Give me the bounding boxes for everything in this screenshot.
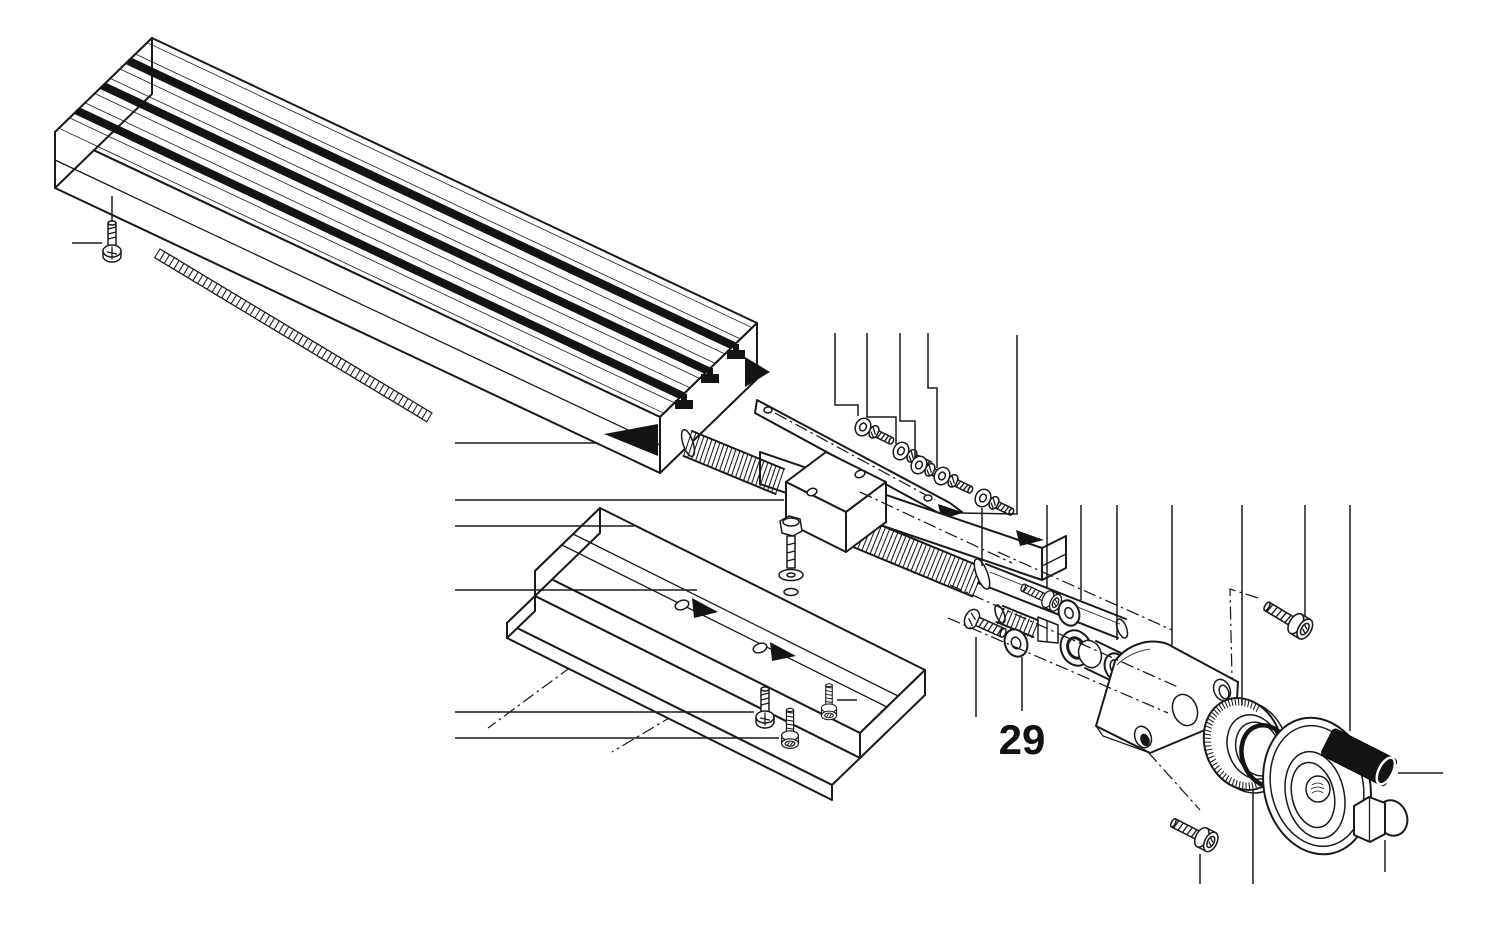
leader-lines	[72, 196, 1443, 884]
t-slot	[73, 107, 686, 399]
base-flange-left	[506, 595, 536, 639]
stud-square-tip	[1037, 616, 1059, 644]
bracket-mount-screw-upper	[1258, 595, 1317, 643]
base-right-end	[859, 669, 926, 759]
t-slot-profile	[727, 344, 745, 359]
handle-grip	[1321, 728, 1398, 787]
cover-strip-screw-5	[971, 485, 1018, 522]
t-slot-profile	[675, 394, 693, 409]
base-mount-hole	[674, 599, 690, 611]
t-slot	[99, 82, 711, 374]
axis-centerlines	[859, 491, 1259, 811]
saddle-rail-tip	[1016, 530, 1044, 546]
cover-strip-screw-4	[930, 463, 977, 500]
nut-block-hole	[806, 487, 818, 497]
table-cut-shadow	[604, 424, 658, 456]
cover-strip-screw-1	[851, 414, 898, 451]
saddle-end-face	[1041, 535, 1067, 581]
base-slot-shadow	[692, 598, 718, 618]
bracket-center-bore	[1171, 693, 1199, 727]
measuring-scale-strip	[154, 248, 433, 423]
lead-screw-thread-left	[680, 428, 785, 495]
clamp-hole	[783, 587, 799, 597]
bracket-mount-screw-lower	[1166, 811, 1222, 855]
t-slot-profile	[701, 368, 719, 383]
base-mount-hole	[752, 642, 768, 654]
nut-clamp-screw	[778, 515, 804, 597]
washer-upper	[1057, 599, 1081, 627]
table-screw	[102, 220, 122, 263]
cover-strip-hole	[763, 406, 773, 414]
knurl-texture	[1203, 698, 1260, 790]
part-label-29: 29	[999, 716, 1046, 763]
cover-strip-hole	[923, 494, 933, 502]
lead-screw-journal	[973, 558, 1129, 639]
t-slot-table	[54, 37, 770, 474]
cap-nut	[1353, 796, 1409, 843]
base-slot-shadow	[770, 642, 796, 661]
t-slot	[125, 57, 737, 349]
bearing-bracket	[1095, 640, 1239, 754]
nut-block-hole	[854, 469, 866, 479]
table-cut-shadow	[745, 357, 770, 387]
handwheel-bore	[1305, 775, 1331, 803]
